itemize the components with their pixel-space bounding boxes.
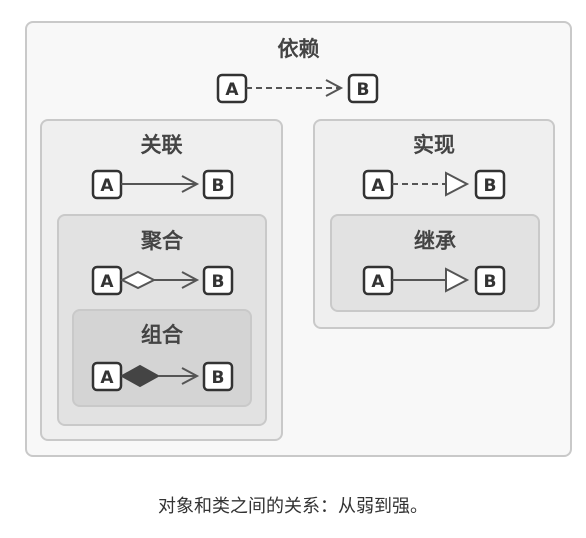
inheritance-title: 继承 [414,229,456,253]
inheritance-row: A B [362,265,506,296]
class-b-label: B [357,80,370,100]
association-row: A B [91,169,234,200]
class-a-label: A [225,80,239,100]
filled-diamond [119,364,161,388]
realization-row: A B [362,169,506,200]
class-b-node [202,169,234,200]
hollow-triangle-arrowhead [445,267,470,293]
open-arrowhead [181,271,200,289]
aggregation-row: A B [91,265,234,296]
class-b-node [202,361,234,392]
class-a-label: A [100,368,114,388]
realization-title: 实现 [413,133,455,157]
class-a-label: A [371,272,385,292]
class-b-node [347,73,379,104]
class-b-node [474,169,506,200]
hollow-triangle-arrowhead [445,171,470,197]
class-b-node [474,265,506,296]
class-b-node [202,265,234,296]
open-arrowhead [181,367,200,385]
hollow-diamond [119,270,157,290]
figure-caption: 对象和类之间的关系：从弱到强。 [158,496,428,517]
class-b-label: B [212,368,225,388]
open-arrowhead [325,79,344,97]
dependency-title: 依赖 [277,37,320,61]
composition-row: A B [91,361,234,392]
class-b-label: B [212,272,225,292]
class-b-label: B [212,176,225,196]
aggregation-title: 聚合 [141,229,183,253]
class-b-label: B [484,272,497,292]
dependency-row: A B [216,73,379,104]
class-b-label: B [484,176,497,196]
open-arrowhead [181,175,200,193]
class-a-label: A [100,272,114,292]
class-a-label: A [100,176,114,196]
composition-title: 组合 [141,323,183,347]
inheritance-box [330,214,540,312]
association-title: 关联 [140,133,183,157]
class-a-label: A [371,176,385,196]
